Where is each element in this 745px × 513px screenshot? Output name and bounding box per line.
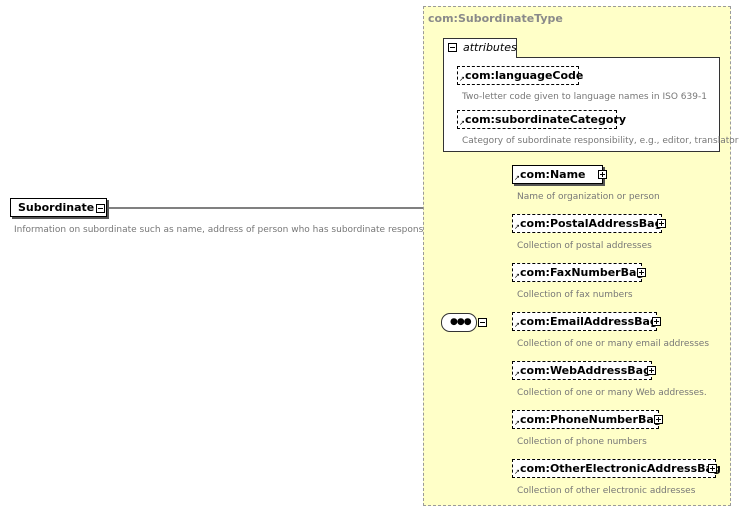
child-element-fax-number-bag[interactable]: ↗ com:FaxNumberBag bbox=[512, 263, 642, 282]
child-description: Collection of other electronic addresses bbox=[517, 486, 695, 496]
attribute-language-code[interactable]: ↗ com:languageCode bbox=[457, 66, 579, 85]
sequence-compositor[interactable]: ●●● bbox=[441, 313, 477, 332]
child-element-label: com:PhoneNumberBag bbox=[520, 413, 662, 426]
reference-arrow-icon: ↗ bbox=[514, 273, 520, 280]
reference-arrow-icon: ↗ bbox=[459, 120, 465, 127]
child-description: Collection of fax numbers bbox=[517, 290, 633, 300]
child-element-label: com:PostalAddressBag bbox=[520, 217, 662, 230]
expand-icon[interactable] bbox=[647, 366, 656, 375]
expand-icon[interactable] bbox=[654, 415, 663, 424]
child-element-label: com:OtherElectronicAddressBag bbox=[520, 462, 721, 475]
reference-arrow-icon: ↗ bbox=[514, 322, 520, 329]
root-element-label: Subordinate bbox=[18, 201, 94, 214]
root-element-subordinate[interactable]: Subordinate bbox=[10, 198, 107, 217]
reference-arrow-icon: ↗ bbox=[514, 175, 520, 182]
child-description: Name of organization or person bbox=[517, 192, 660, 202]
child-element-other-electronic-address-bag[interactable]: ↗ com:OtherElectronicAddressBag bbox=[512, 459, 716, 478]
reference-arrow-icon: ↗ bbox=[514, 469, 520, 476]
child-description: Collection of one or many Web addresses. bbox=[517, 388, 707, 398]
collapse-icon[interactable] bbox=[96, 204, 105, 213]
reference-arrow-icon: ↗ bbox=[514, 371, 520, 378]
child-description: Collection of one or many email addresse… bbox=[517, 339, 709, 349]
child-element-phone-number-bag[interactable]: ↗ com:PhoneNumberBag bbox=[512, 410, 659, 429]
expand-icon[interactable] bbox=[708, 464, 717, 473]
complex-type-title: com:SubordinateType bbox=[428, 12, 563, 25]
attribute-description: Category of subordinate responsibility, … bbox=[462, 136, 738, 146]
child-element-label: com:FaxNumberBag bbox=[520, 266, 644, 279]
child-element-postal-address-bag[interactable]: ↗ com:PostalAddressBag bbox=[512, 214, 662, 233]
child-description: Collection of postal addresses bbox=[517, 241, 652, 251]
reference-arrow-icon: ↗ bbox=[514, 224, 520, 231]
attribute-label: com:subordinateCategory bbox=[465, 113, 626, 126]
reference-arrow-icon: ↗ bbox=[514, 420, 520, 427]
reference-arrow-icon: ↗ bbox=[459, 76, 465, 83]
attributes-collapse-icon[interactable] bbox=[448, 43, 457, 52]
expand-icon[interactable] bbox=[657, 219, 666, 228]
child-description: Collection of phone numbers bbox=[517, 437, 647, 447]
attribute-description: Two-letter code given to language names … bbox=[462, 92, 707, 102]
expand-icon[interactable] bbox=[637, 268, 646, 277]
root-description: Information on subordinate such as name,… bbox=[14, 225, 448, 235]
attribute-label: com:languageCode bbox=[465, 69, 583, 82]
attribute-subordinate-category[interactable]: ↗ com:subordinateCategory bbox=[457, 110, 617, 129]
sequence-icon: ●●● bbox=[450, 318, 471, 327]
child-element-label: com:Name bbox=[520, 168, 586, 181]
child-element-web-address-bag[interactable]: ↗ com:WebAddressBag bbox=[512, 361, 652, 380]
child-element-label: com:EmailAddressBag bbox=[520, 315, 658, 328]
child-element-name[interactable]: ↗ com:Name bbox=[512, 165, 603, 184]
sequence-collapse-icon[interactable] bbox=[478, 318, 487, 327]
expand-icon[interactable] bbox=[652, 317, 661, 326]
child-element-email-address-bag[interactable]: ↗ com:EmailAddressBag bbox=[512, 312, 657, 331]
child-element-label: com:WebAddressBag bbox=[520, 364, 651, 377]
attributes-label: attributes bbox=[463, 41, 517, 54]
expand-icon[interactable] bbox=[598, 170, 607, 179]
